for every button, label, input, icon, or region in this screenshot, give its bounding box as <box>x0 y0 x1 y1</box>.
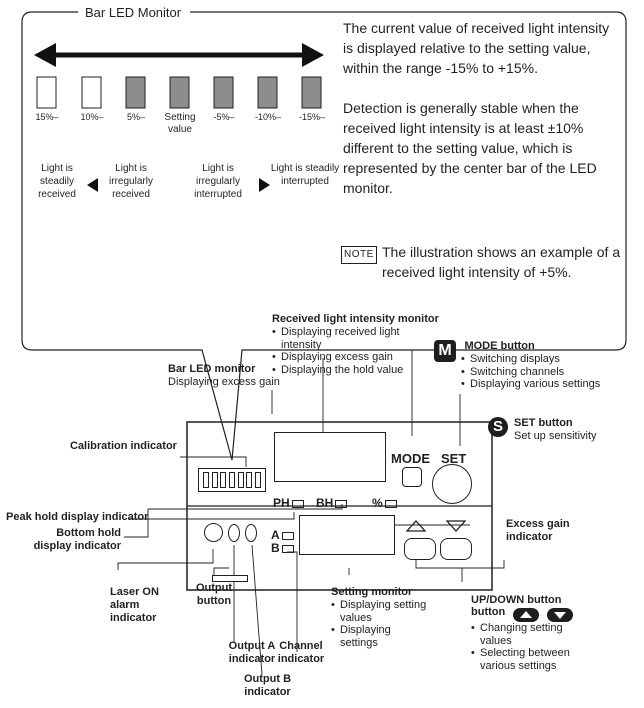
state-steadily-received: Light is steadily received <box>38 163 76 200</box>
bar-led-15-minus <box>301 76 322 109</box>
set-button[interactable] <box>432 464 472 504</box>
received-monitor-item: Displaying excess gain <box>272 351 407 364</box>
calibration-indicator-label: Calibration indicator <box>70 440 177 452</box>
bar-label-5-plus: 5%– <box>126 112 145 122</box>
callout-setting-monitor: Setting monitor Displaying setting value… <box>331 586 441 649</box>
up-down-item: Selecting between various settings <box>471 647 576 672</box>
received-light-lcd <box>274 432 386 482</box>
channel-a-indicator <box>281 531 294 540</box>
excess-gain-indicator <box>384 499 397 508</box>
mode-button[interactable] <box>402 467 422 487</box>
callout-mode-button: M MODE button Switching displays Switchi… <box>434 340 634 390</box>
note-text: The illustration shows an example of a r… <box>382 244 621 280</box>
callout-received-monitor: Received light intensity monitor Display… <box>272 313 472 376</box>
description-range: The current value of received light inte… <box>343 20 610 76</box>
state-steadily-interrupted: Light is steadily interrupted <box>270 163 340 187</box>
bubble-outline <box>21 11 627 461</box>
channel-a-label: A <box>271 529 294 542</box>
up-down-button-word: button <box>471 606 506 618</box>
down-arrow-icon <box>446 520 466 532</box>
output-a-indicator <box>228 524 240 542</box>
up-arrow-icon <box>406 520 426 532</box>
mode-badge-icon: M <box>434 340 456 362</box>
setting-monitor-lcd <box>299 515 395 555</box>
up-down-item: Changing setting values <box>471 622 576 647</box>
range-double-arrow <box>34 43 324 67</box>
device-bar-led <box>198 468 266 492</box>
bar-label-setting: Setting value <box>164 112 196 135</box>
bar-led-15-plus <box>36 76 57 109</box>
bar-led-monitor-title: Bar LED monitor <box>168 363 256 375</box>
bar-led-5-minus <box>213 76 234 109</box>
laser-on-alarm-label: Laser ON alarm indicator <box>110 586 159 624</box>
bar-label-5-minus: -5%– <box>213 112 235 122</box>
panel-title: Bar LED Monitor <box>82 6 185 20</box>
channel-b-indicator <box>281 544 294 553</box>
left-direction-triangle <box>87 178 98 192</box>
channel-indicator-label: Channel indicator <box>277 640 325 665</box>
mode-button-item: Switching channels <box>461 366 631 379</box>
bar-label-10-minus: -10%– <box>254 112 281 122</box>
received-monitor-title: Received light intensity monitor <box>272 313 439 325</box>
mode-button-item: Switching displays <box>461 353 631 366</box>
received-monitor-item: Displaying received light intensity <box>272 326 407 351</box>
output-b-indicator <box>245 524 257 542</box>
excess-gain-label: % <box>372 497 397 510</box>
setting-monitor-item: Displaying setting values <box>331 599 431 624</box>
set-badge-icon: S <box>488 417 508 437</box>
bar-led-5-plus <box>125 76 146 109</box>
down-button[interactable] <box>440 538 472 560</box>
mode-button-title: MODE button <box>464 340 535 352</box>
state-irregularly-interrupted: Light is irregularly interrupted <box>194 163 242 200</box>
bar-label-15-minus: -15%– <box>298 112 325 122</box>
setting-monitor-title: Setting monitor <box>331 586 413 598</box>
bar-label-10-plus: 10%– <box>80 112 104 122</box>
set-button-subtitle: Set up sensitivity <box>514 430 597 442</box>
callout-set-button: S SET button Set up sensitivity <box>488 417 638 442</box>
bar-led-monitor-subtitle: Displaying excess gain <box>168 376 280 388</box>
bottom-hold-label: BH <box>316 497 348 510</box>
description-stability: Detection is generally stable when the r… <box>343 100 597 196</box>
excess-gain-indicator-label: Excess gain indicator <box>506 518 570 543</box>
callout-up-down: UP/DOWN button Changing setting values S… <box>471 594 591 672</box>
state-irregularly-received: Light is irregularly received <box>109 163 153 200</box>
laser-on-alarm-indicator <box>204 523 223 542</box>
up-down-title: UP/DOWN button <box>471 594 562 606</box>
bottom-hold-indicator <box>335 499 348 508</box>
output-button-label: Output button <box>195 582 233 607</box>
peak-hold-display-label: Peak hold display indicator <box>6 511 149 523</box>
peak-hold-label: PH <box>273 497 304 510</box>
bar-led-10-plus <box>81 76 102 109</box>
output-a-label: Output A indicator <box>228 640 276 665</box>
channel-b-label: B <box>271 542 294 555</box>
output-b-label: Output B indicator <box>243 673 292 698</box>
leader-lines <box>117 349 505 676</box>
bar-led-setting <box>169 76 190 109</box>
right-direction-triangle <box>259 178 270 192</box>
bottom-hold-display-label: Bottom hold display indicator <box>33 527 121 552</box>
note-tag: NOTE <box>341 246 377 264</box>
set-button-title: SET button <box>514 417 573 429</box>
mode-button-item: Displaying various settings <box>461 378 631 391</box>
bar-led-10-minus <box>257 76 278 109</box>
up-button[interactable] <box>404 538 436 560</box>
received-monitor-item: Displaying the hold value <box>272 364 407 377</box>
up-badge-icon <box>513 607 539 622</box>
peak-hold-indicator <box>291 499 304 508</box>
set-label: SET <box>441 451 467 466</box>
down-badge-icon <box>547 607 574 622</box>
output-button[interactable] <box>212 575 248 582</box>
bar-label-15-plus: 15%– <box>35 112 59 122</box>
setting-monitor-item: Displaying settings <box>331 624 431 649</box>
mode-label: MODE <box>391 451 430 466</box>
